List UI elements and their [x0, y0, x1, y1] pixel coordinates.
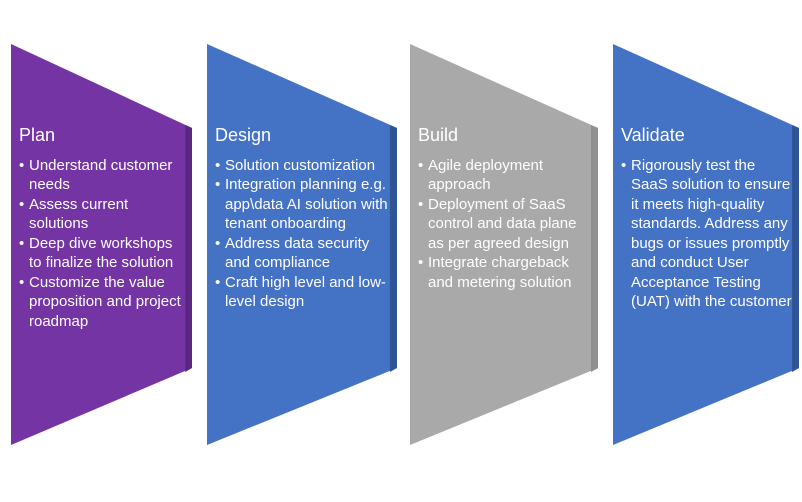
stage-plan-bullets: • Understand customer needs • Assess cur… — [19, 156, 184, 332]
bullet-marker: • — [215, 156, 221, 174]
bullet-text: Deployment of SaaS control and data plan… — [428, 195, 577, 252]
bullet-text: Agile deployment approach — [428, 156, 544, 194]
stage-validate-shape-side-edge — [792, 125, 799, 372]
stage-design-shape-side-edge — [389, 125, 397, 372]
stage-design-shape — [207, 44, 397, 445]
bullet-item: • Integrate chargeback and metering solu… — [418, 253, 580, 292]
stage-design-title: Design — [215, 125, 272, 145]
stage-build-bullets: • Agile deployment approach • Deployment… — [418, 156, 580, 293]
bullet-text: Rigorously test the SaaS solution to ens… — [631, 156, 792, 311]
bullet-marker: • — [19, 234, 25, 252]
bullet-text: Solution customization — [225, 156, 376, 174]
stage-plan: Plan • Understand customer needs • Asses… — [11, 44, 192, 446]
stage-validate-shape — [613, 44, 799, 445]
stage-build-title: Build — [418, 125, 459, 145]
stage-build: Build • Agile deployment approach • Depl… — [410, 44, 598, 446]
bullet-text: Integrate chargeback and metering soluti… — [428, 254, 572, 291]
bullet-item: • Customize the value proposition and pr… — [19, 273, 184, 332]
stage-validate-bullets: • Rigorously test the SaaS solution to e… — [621, 156, 794, 312]
bullet-text: Assess current solutions — [29, 195, 129, 233]
stage-design-content: Design • Solution customization • Integr… — [207, 44, 397, 446]
stage-validate-shape-face — [613, 44, 799, 445]
stage-design-bullets: • Solution customization • Integration p… — [215, 156, 392, 312]
bullet-item: • Rigorously test the SaaS solution to e… — [621, 156, 794, 312]
bullet-text: Integration planning e.g. app\data AI so… — [225, 176, 388, 233]
bullet-text: Understand customer needs — [29, 156, 173, 194]
stage-validate-content: Validate • Rigorously test the SaaS solu… — [613, 44, 799, 446]
stage-build-content: Build • Agile deployment approach • Depl… — [410, 44, 598, 446]
stage-build-shape — [410, 44, 598, 445]
stage-validate-title: Validate — [621, 125, 685, 145]
bullet-item: • Deployment of SaaS control and data pl… — [418, 195, 580, 254]
bullet-marker: • — [215, 176, 221, 194]
bullet-item: • Agile deployment approach — [418, 156, 580, 195]
stage-plan-shape — [11, 44, 192, 445]
bullet-item: • Address data security and compliance — [215, 234, 392, 273]
stage-build-shape-side-edge — [591, 125, 598, 372]
bullet-marker: • — [418, 156, 424, 174]
stage-plan-shape-face — [11, 44, 192, 445]
bullet-item: • Understand customer needs — [19, 156, 184, 195]
stage-validate: Validate • Rigorously test the SaaS solu… — [613, 44, 799, 446]
stage-build-shape-face — [410, 44, 598, 445]
bullet-marker: • — [418, 195, 424, 213]
bullet-item: • Integration planning e.g. app\data AI … — [215, 175, 392, 234]
bullet-marker: • — [418, 254, 424, 272]
bullet-text: Address data security and compliance — [225, 234, 370, 272]
stage-plan-shape-side-edge — [185, 125, 192, 372]
bullet-marker: • — [621, 156, 627, 174]
bullet-marker: • — [215, 234, 221, 252]
bullet-marker: • — [19, 156, 25, 174]
stage-plan-title: Plan — [19, 125, 56, 145]
bullet-marker: • — [215, 273, 221, 291]
bullet-marker: • — [19, 195, 25, 213]
bullet-text: Deep dive workshops to finalize the solu… — [29, 234, 174, 272]
stage-design: Design • Solution customization • Integr… — [207, 44, 397, 446]
bullet-item: • Solution customization — [215, 156, 392, 176]
bullet-marker: • — [19, 273, 25, 291]
bullet-text: Craft high level and low-level design — [225, 273, 386, 311]
stage-plan-content: Plan • Understand customer needs • Asses… — [11, 44, 192, 446]
bullet-item: • Craft high level and low-level design — [215, 273, 392, 312]
bullet-text: Customize the value proposition and proj… — [29, 273, 181, 330]
stage-design-shape-face — [207, 44, 397, 445]
bullet-item: • Deep dive workshops to finalize the so… — [19, 234, 184, 273]
bullet-item: • Assess current solutions — [19, 195, 184, 234]
